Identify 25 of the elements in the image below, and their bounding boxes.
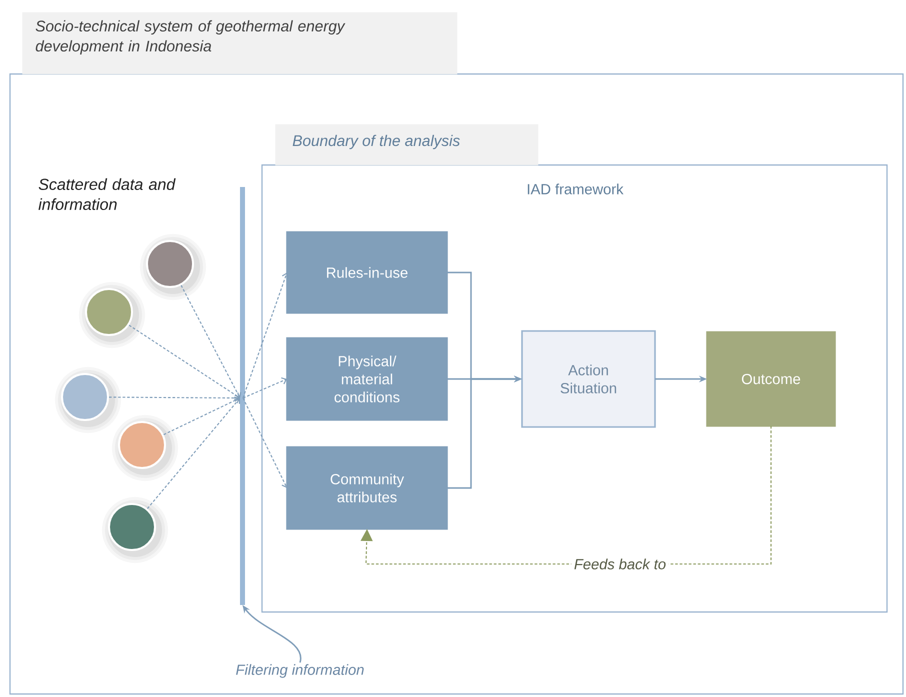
- process-box: Outcome: [706, 331, 836, 427]
- arrow: [109, 394, 240, 402]
- group-label: Scattered data and information: [38, 178, 176, 210]
- process-box: Action Situation: [521, 330, 656, 428]
- arrow: [242, 398, 288, 488]
- data-circle: [140, 234, 206, 300]
- data-circle: [79, 282, 145, 348]
- framework-title: IAD framework: [528, 184, 624, 194]
- node-label: Boundary of the analysis: [292, 134, 460, 150]
- edge-label: Feeds back to: [571, 556, 669, 572]
- node-label: Socio-technical system of geothermal energy development in Indonesia: [36, 20, 346, 55]
- arrow: [147, 398, 240, 509]
- arrow: [163, 396, 240, 436]
- data-circle: [102, 497, 168, 563]
- process-box: Community attributes: [286, 446, 448, 530]
- data-circle: [55, 367, 121, 433]
- arrow: [242, 377, 287, 398]
- annotation-text: Filtering information: [236, 664, 364, 678]
- process-box: Rules-in-use: [286, 231, 448, 314]
- arrow: [128, 324, 240, 399]
- filter-bar: [240, 187, 245, 605]
- data-circle: [112, 415, 178, 481]
- arrow: [180, 285, 242, 398]
- process-box: Physical/ material conditions: [286, 337, 448, 421]
- arrow: [242, 272, 290, 398]
